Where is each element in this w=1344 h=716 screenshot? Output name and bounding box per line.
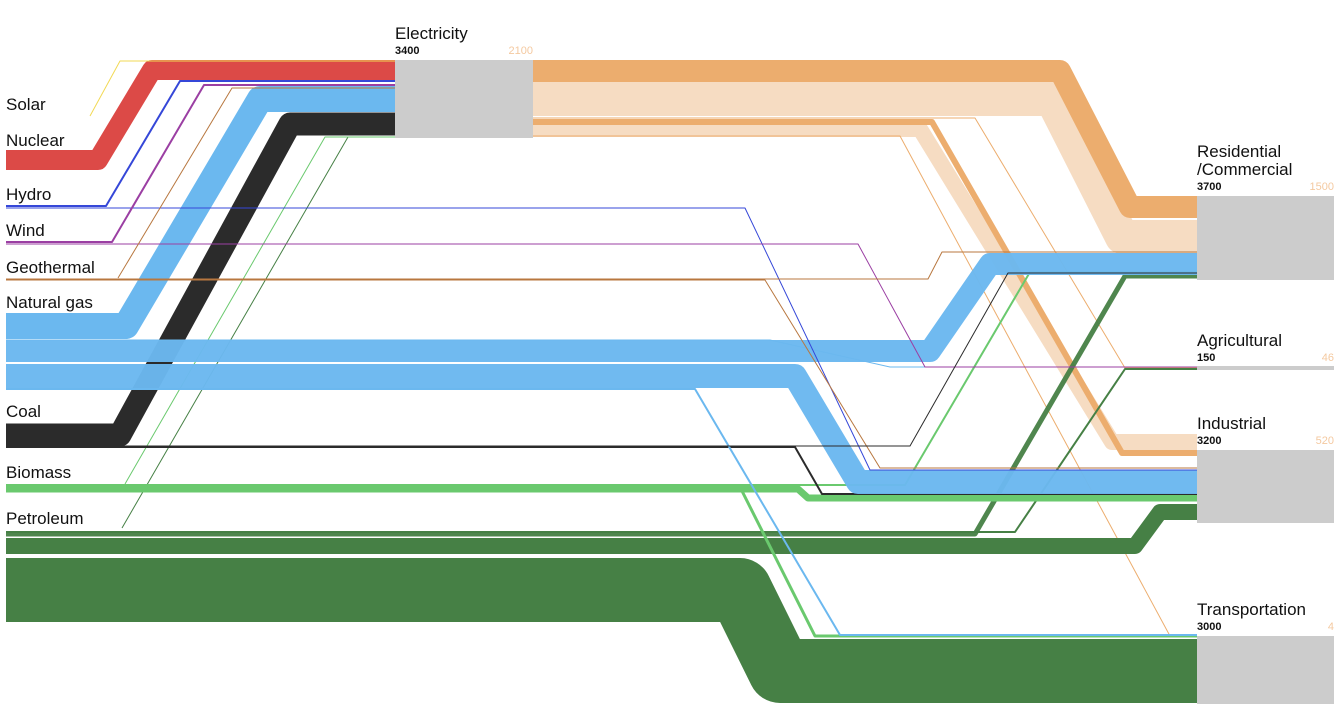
transportation-label: Transportation [1197,600,1306,619]
flow-coal-residential [6,272,1197,447]
flow-solar-electricity [89,60,395,117]
electricity-node [395,60,533,138]
flow-geothermal-residential [6,251,1197,280]
electricity-electric: 2100 [509,45,533,57]
source-label-geothermal: Geothermal [6,258,95,277]
flow-wind-electricity [6,84,395,243]
source-label-coal: Coal [6,402,41,421]
agricultural-electric: 46 [1322,352,1334,364]
industrial-total: 3200 [1197,435,1221,447]
agricultural-label: Agricultural [1197,331,1282,350]
source-label-hydro: Hydro [6,185,51,204]
flow-hydro-electricity [6,80,395,207]
industrial-electric: 520 [1316,435,1334,447]
flow-hydro-industrial [6,207,1197,471]
source-label-petroleum: Petroleum [6,509,83,528]
transportation-node [1197,636,1334,704]
flow-natural-gas-electricity [6,86,395,339]
flow-petroleum-agricultural [6,368,1197,533]
residential-label-line2: /Commercial [1197,160,1292,179]
flow-electricity-industrial [533,119,1197,456]
label-layer: Solar Nuclear Hydro Wind Geothermal Natu… [6,24,1334,633]
industrial-node [1197,450,1334,523]
flow-petroleum-industrial [6,504,1197,554]
electricity-label: Electricity [395,24,468,43]
source-label-wind: Wind [6,221,45,240]
flow-layer [6,60,1197,703]
source-label-natural-gas: Natural gas [6,293,93,312]
transportation-electric: 4 [1328,621,1334,633]
source-label-biomass: Biomass [6,463,71,482]
flow-biomass-industrial [6,485,1197,502]
agricultural-total: 150 [1197,352,1215,364]
flow-electricity-residential [533,60,1197,218]
flow-electricity-loss-industrial [533,121,1197,450]
residential-electric: 1500 [1310,181,1334,193]
agricultural-node [1197,366,1334,370]
transportation-total: 3000 [1197,621,1221,633]
node-layer [395,60,1334,704]
electricity-total: 3400 [395,45,419,57]
source-label-nuclear: Nuclear [6,131,65,150]
flow-natural-gas-transportation [6,388,1197,636]
flow-natural-gas-residential [6,253,1197,362]
flow-petroleum-transportation [6,558,1197,703]
residential-node [1197,196,1334,280]
flow-petroleum-residential [6,273,1197,537]
flow-nuclear-electricity [6,60,395,170]
flow-geothermal-electricity [117,87,395,279]
source-label-solar: Solar [6,95,46,114]
residential-label-line1: Residential [1197,142,1281,161]
flow-electricity-loss-residential [533,82,1197,254]
flow-natural-gas-industrial [6,364,1197,494]
flow-wind-agricultural [6,243,1197,368]
industrial-label: Industrial [1197,414,1266,433]
residential-total: 3700 [1197,181,1221,193]
flow-geothermal-industrial [6,279,1197,469]
